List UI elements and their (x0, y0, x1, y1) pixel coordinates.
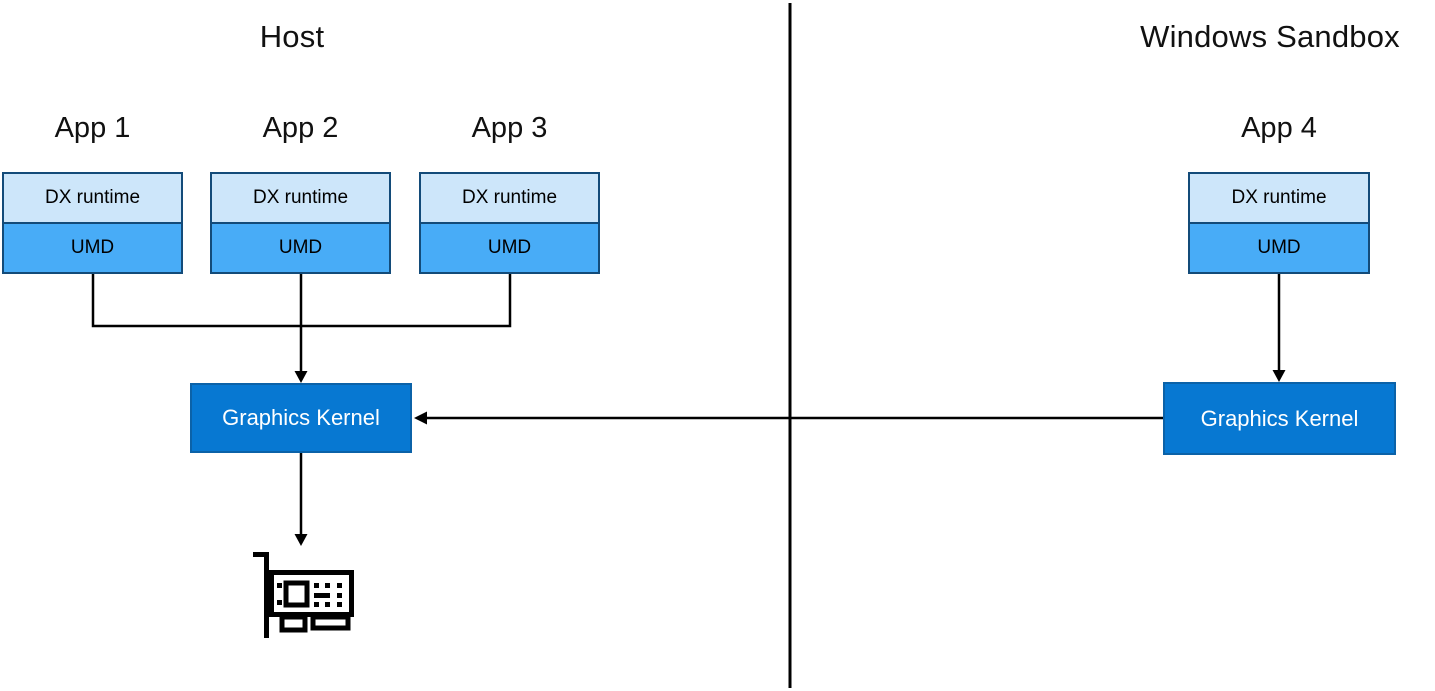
gpu-card-icon (253, 552, 354, 638)
app4-stack: DX runtime UMD (1188, 172, 1370, 274)
app2-label: App 2 (262, 112, 339, 144)
app1-label: App 1 (54, 112, 131, 144)
app2-stack: DX runtime UMD (210, 172, 391, 274)
app2-to-kernel-arrowhead (294, 371, 308, 383)
fan-in-line (91, 274, 512, 328)
app4-label: App 4 (1241, 112, 1317, 144)
app2-dx-runtime-box: DX runtime (212, 174, 389, 224)
windows-sandbox-section-title: Windows Sandbox (1140, 19, 1400, 54)
sandbox-kernel-to-host-kernel-arrowhead (414, 411, 427, 425)
app3-stack: DX runtime UMD (419, 172, 600, 274)
app4-to-kernel-arrowhead (1272, 370, 1286, 382)
app1-stack: DX runtime UMD (2, 172, 183, 274)
host-graphics-kernel-box: Graphics Kernel (190, 383, 412, 453)
app1-dx-runtime-box: DX runtime (4, 174, 181, 224)
app2-umd-box: UMD (212, 224, 389, 272)
app4-umd-box: UMD (1190, 224, 1368, 272)
app4-dx-runtime-box: DX runtime (1190, 174, 1368, 224)
host-section-title: Host (259, 19, 325, 54)
sandbox-graphics-kernel-box: Graphics Kernel (1163, 382, 1396, 455)
app3-label: App 3 (471, 112, 548, 144)
app1-umd-box: UMD (4, 224, 181, 272)
app3-dx-runtime-box: DX runtime (421, 174, 598, 224)
app3-umd-box: UMD (421, 224, 598, 272)
